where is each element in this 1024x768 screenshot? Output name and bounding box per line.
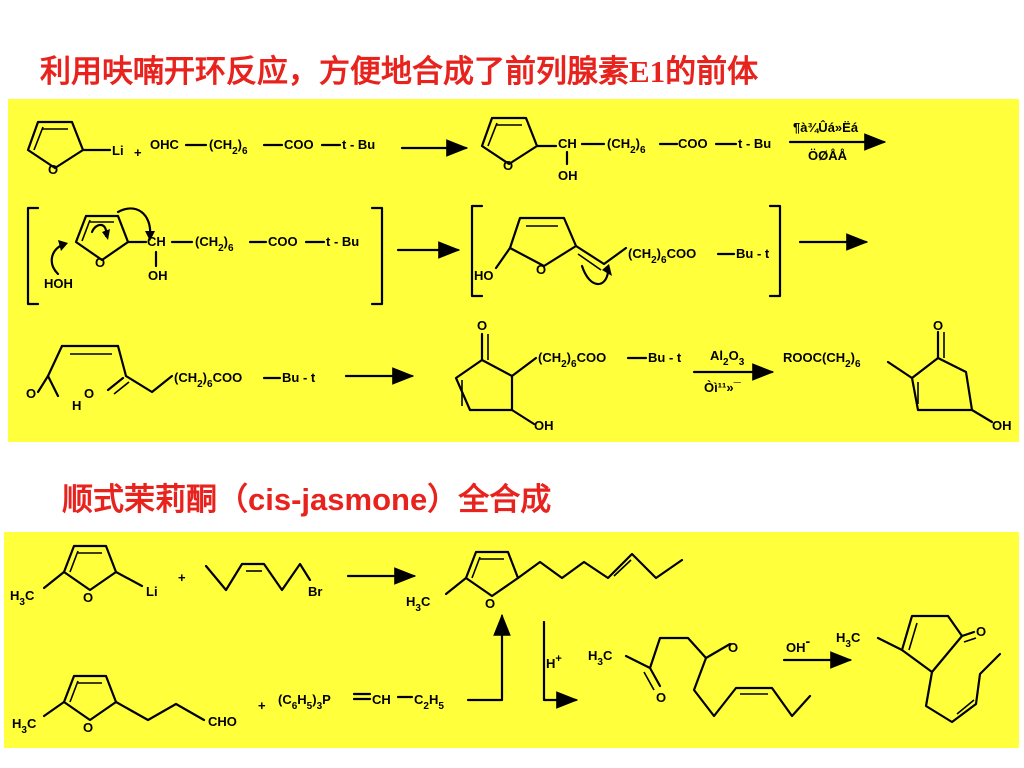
title-prostaglandin: 利用呋喃开环反应，方便地合成了前列腺素E1的前体 bbox=[40, 54, 759, 89]
garbled-reagent-bottom: ÖØÅÅ bbox=[808, 148, 848, 163]
diketone-intermediate: H3C O O bbox=[588, 636, 812, 718]
svg-text:C2H5: C2H5 bbox=[414, 692, 444, 712]
wittig-reagent: (C6H5)3P bbox=[278, 692, 331, 712]
svg-text:OH: OH bbox=[992, 418, 1012, 433]
svg-text:O: O bbox=[728, 640, 738, 655]
scheme-prostaglandin-panel bbox=[8, 99, 1019, 442]
svg-text:O: O bbox=[83, 590, 93, 605]
svg-text:H3C: H3C bbox=[588, 648, 613, 668]
svg-text:HOH: HOH bbox=[44, 276, 73, 291]
svg-text:CHO: CHO bbox=[208, 714, 237, 729]
title-jasmone: 顺式茉莉酮（cis-jasmone）全合成 bbox=[62, 482, 552, 517]
svg-text:(CH2)6COO: (CH2)6COO bbox=[628, 246, 696, 266]
garbled-reagent-top: ¶à¾Ûá»Ëá bbox=[793, 120, 859, 135]
svg-text:H3C: H3C bbox=[12, 716, 37, 736]
furyl-lithium: O Li bbox=[26, 120, 124, 177]
svg-text:H: H bbox=[72, 398, 81, 413]
svg-text:Bu - t: Bu - t bbox=[282, 370, 316, 385]
cis-hexenyl-bromide: Br bbox=[204, 562, 322, 599]
svg-text:t - Bu: t - Bu bbox=[326, 234, 359, 249]
svg-text:(CH2)6COO: (CH2)6COO bbox=[174, 370, 242, 390]
svg-text:Li: Li bbox=[146, 584, 158, 599]
aldehyde-ester-reagent: OHC (CH2)6 COO t - Bu bbox=[150, 137, 375, 157]
svg-text:Br: Br bbox=[308, 584, 322, 599]
svg-text:H3C: H3C bbox=[406, 594, 431, 614]
svg-text:COO: COO bbox=[284, 137, 314, 152]
methylfuran-propanal: O H3C CHO bbox=[12, 674, 237, 736]
svg-text:COO: COO bbox=[678, 136, 708, 151]
alkylated-methylfuran: O H3C bbox=[406, 550, 684, 614]
svg-text:O: O bbox=[503, 158, 513, 173]
svg-text:(CH2)6COO: (CH2)6COO bbox=[538, 350, 606, 370]
svg-text:Bu - t: Bu - t bbox=[736, 246, 770, 261]
svg-text:O: O bbox=[83, 720, 93, 735]
svg-text:HO: HO bbox=[474, 268, 494, 283]
svg-text:t - Bu: t - Bu bbox=[342, 137, 375, 152]
svg-text:t - Bu: t - Bu bbox=[738, 136, 771, 151]
svg-text:O: O bbox=[84, 386, 94, 401]
dicarbonyl-intermediate: O H O (CH2)6COO Bu - t bbox=[26, 344, 316, 413]
arrow-9 bbox=[542, 620, 579, 709]
svg-text:(CH2)6: (CH2)6 bbox=[607, 136, 646, 156]
svg-text:(CH2)6: (CH2)6 bbox=[209, 137, 248, 157]
arrow-8 bbox=[466, 613, 511, 702]
cis-jasmone-product: H3C O bbox=[836, 614, 1002, 724]
bracket-intermediate-1: O HOH CH OH (CH2)6 COO t - Bu bbox=[26, 206, 384, 306]
bracket-intermediate-2: O HO (CH2)6COO Bu - t bbox=[470, 204, 782, 298]
svg-text:O: O bbox=[536, 262, 546, 277]
svg-text:ROOC(CH2)6: ROOC(CH2)6 bbox=[783, 350, 861, 370]
svg-text:OH: OH bbox=[558, 168, 578, 183]
methylfuryl-lithium: O H3C Li bbox=[10, 544, 158, 608]
svg-text:CH: CH bbox=[147, 234, 166, 249]
svg-text:+: + bbox=[134, 145, 142, 160]
svg-text:O: O bbox=[933, 318, 943, 333]
svg-text:CH: CH bbox=[558, 136, 577, 151]
svg-text:Bu - t: Bu - t bbox=[648, 350, 682, 365]
svg-text:O: O bbox=[48, 162, 58, 177]
svg-text:H3C: H3C bbox=[10, 588, 35, 608]
svg-text:+: + bbox=[258, 698, 266, 713]
svg-text:CH: CH bbox=[372, 692, 391, 707]
svg-text:O: O bbox=[976, 624, 986, 639]
al2o3-reagent: Al2O3 bbox=[710, 348, 745, 368]
svg-text:O: O bbox=[95, 255, 105, 270]
acid-catalyst: H+ bbox=[546, 653, 562, 671]
svg-text:+: + bbox=[178, 570, 186, 585]
svg-text:OHC: OHC bbox=[150, 137, 180, 152]
hydroxy-cyclopentenone-1: O OH (CH2)6COO Bu - t bbox=[454, 318, 682, 433]
base-catalyst: OH- bbox=[786, 633, 811, 655]
svg-text:O: O bbox=[656, 690, 666, 705]
svg-text:COO: COO bbox=[268, 234, 298, 249]
svg-text:O: O bbox=[485, 596, 495, 611]
furyl-carbinol-product: O CH OH (CH2)6 COO t - Bu bbox=[480, 116, 771, 183]
scheme-jasmone-panel bbox=[4, 532, 1019, 748]
svg-text:OH: OH bbox=[534, 418, 554, 433]
svg-text:OH: OH bbox=[148, 268, 168, 283]
svg-text:O: O bbox=[477, 318, 487, 333]
svg-text:(CH2)6: (CH2)6 bbox=[195, 234, 234, 254]
svg-text:H3C: H3C bbox=[836, 630, 861, 650]
garbled-isomerization: Òì¹¹»¯ bbox=[704, 380, 742, 395]
hydroxy-cyclopentenone-2: ROOC(CH2)6 O OH bbox=[783, 318, 1012, 433]
svg-text:Li: Li bbox=[112, 143, 124, 158]
svg-text:O: O bbox=[26, 386, 36, 401]
